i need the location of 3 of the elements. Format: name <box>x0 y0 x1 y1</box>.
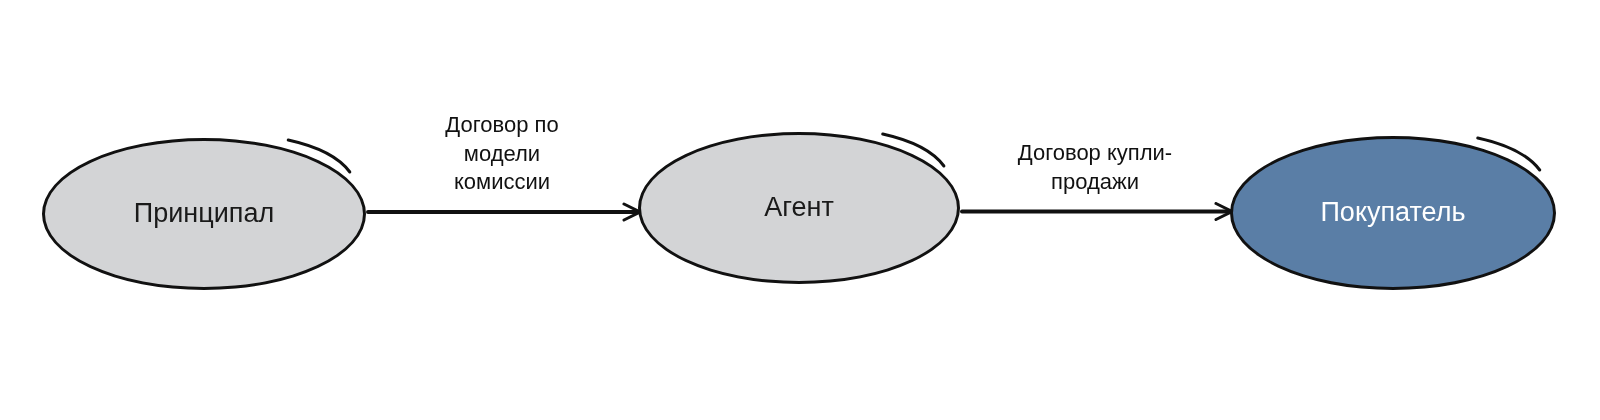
node-label: Принципал <box>133 197 275 231</box>
node-label: Покупатель <box>1320 196 1466 230</box>
node-label: Агент <box>764 191 834 225</box>
